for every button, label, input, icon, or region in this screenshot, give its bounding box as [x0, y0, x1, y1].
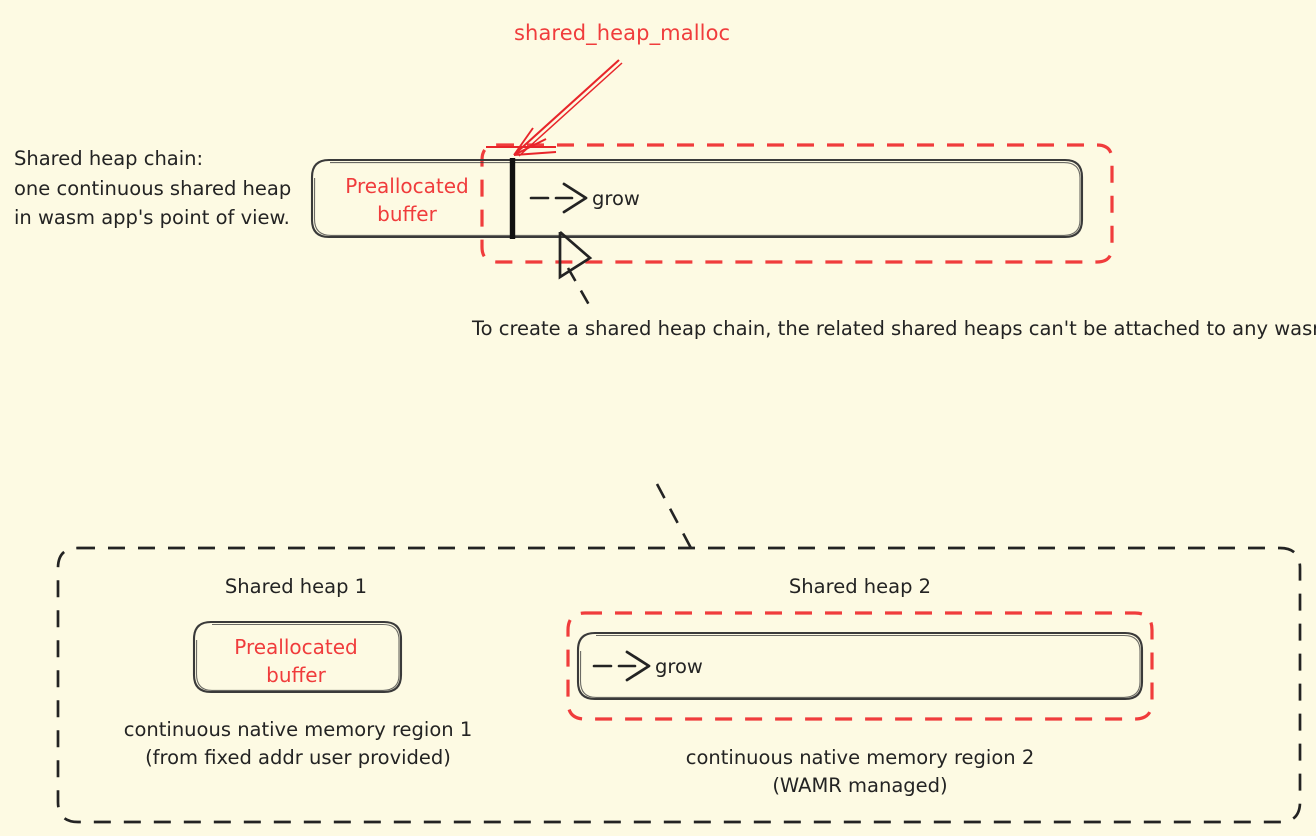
note-to-container-connector — [655, 483, 694, 551]
top-grow-label: grow — [592, 187, 640, 210]
native-memory-container-outline — [56, 546, 1302, 824]
shared-heap-chain-caption: Shared heap chain: one continuous shared… — [14, 147, 292, 230]
shared-heap-malloc-title: shared_heap_malloc — [514, 21, 731, 45]
malloc-pointer-arrow — [486, 59, 623, 157]
heap2-grow-label: grow — [655, 655, 703, 678]
chain-note-pointer — [558, 230, 594, 311]
shared-heap-1-title: Shared heap 1 — [224, 575, 368, 598]
shared-heap-1-box — [192, 620, 403, 694]
shared-heap-chain-note: To create a shared heap chain, the relat… — [472, 317, 1316, 340]
top-preallocated-buffer-label: Preallocated buffer — [345, 174, 469, 226]
shared-heap-chain-bar — [310, 158, 1084, 239]
shared-heap-2-title: Shared heap 2 — [788, 575, 932, 598]
native-memory-region-2-caption: continuous native memory region 2 (WAMR … — [685, 746, 1035, 798]
top-grow-arrow-icon — [529, 182, 588, 214]
heap1-preallocated-buffer-label: Preallocated buffer — [234, 635, 358, 687]
native-memory-region-1-caption: continuous native memory region 1 (from … — [123, 718, 473, 770]
shared-heap-2-region-outline — [566, 611, 1154, 721]
bottom-grow-arrow-icon — [592, 650, 651, 682]
top-growable-region-outline — [480, 143, 1114, 264]
shared-heap-2-box — [576, 631, 1144, 701]
